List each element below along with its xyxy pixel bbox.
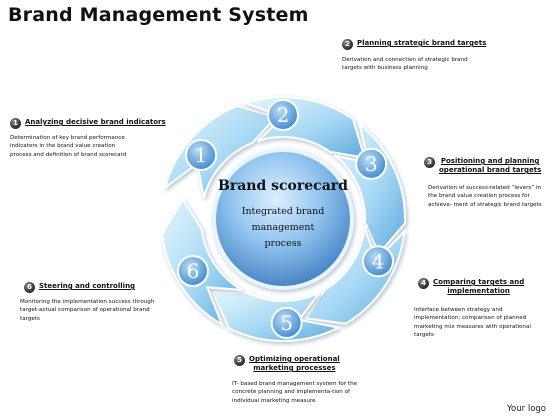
- cycle-number-badge-2: [267, 99, 299, 131]
- step-1-bullet: 1: [10, 118, 21, 129]
- cycle-number-6: 6: [187, 259, 200, 283]
- cycle-number-badge-6: [176, 255, 209, 287]
- step-4-title: Comparing targets and implementation: [433, 278, 525, 295]
- step-6-bullet: 6: [24, 282, 35, 293]
- center-circle: [212, 148, 354, 290]
- step-6-description: Monitoring the implementation success th…: [20, 299, 155, 322]
- cycle-number-3: 3: [365, 152, 378, 176]
- step-5-bullet: 5: [234, 355, 245, 366]
- step-1-title: Analyzing decisive brand indicators: [25, 118, 166, 126]
- page-title: Brand Management System: [8, 4, 309, 26]
- step-3-bullet: 3: [424, 157, 435, 168]
- step-1-heading: 1 Analyzing decisive brand indicators: [10, 118, 166, 129]
- step-2-title: Planning strategic brand targets: [357, 39, 487, 47]
- cycle-number-badge-4: [362, 245, 395, 278]
- cycle-number-badge-1: [185, 138, 218, 171]
- step-4-description: Interface between strategy and implement…: [414, 307, 531, 338]
- cycle-number-5: 5: [280, 311, 293, 335]
- step-3-title: Positioning and planning operational bra…: [439, 157, 542, 174]
- logo-text: Your logo: [506, 404, 546, 414]
- cycle-number-4: 4: [372, 249, 385, 273]
- cycle-step-numbers: 1 2 3 4 5 6: [176, 99, 395, 339]
- step-4-bullet: 4: [418, 278, 429, 289]
- center-heading: Brand scorecard: [218, 178, 348, 194]
- cycle-number-1: 1: [195, 143, 208, 167]
- cycle-arrow-4: [304, 227, 406, 325]
- center-line-3: process: [264, 238, 301, 249]
- step-5-title: Optimizing operational marketing process…: [249, 355, 340, 372]
- step-4-heading: 4 Comparing targets and implementation: [418, 278, 524, 296]
- step-6-title: Steering and controlling: [39, 282, 136, 290]
- step-3-heading: 3 Positioning and planning operational b…: [424, 157, 541, 175]
- step-1-description: Determination of key brand performance i…: [10, 135, 127, 158]
- cycle-number-badge-5: [270, 306, 303, 339]
- step-2-description: Derivation and connection of strategic b…: [342, 57, 468, 72]
- step-2-heading: 2 Planning strategic brand targets: [342, 39, 486, 50]
- step-2-bullet: 2: [342, 39, 353, 50]
- step-6-heading: 6 Steering and controlling: [24, 282, 135, 293]
- center-line-2: management: [252, 222, 315, 233]
- center-line-1: Integrated brand: [242, 206, 325, 217]
- step-5-description: IT- based brand management system for th…: [232, 381, 358, 404]
- step-5-heading: 5 Optimizing operational marketing proce…: [234, 355, 340, 373]
- cycle-number-badge-3: [355, 147, 388, 180]
- step-3-description: Derivation of success-related “levers” i…: [428, 185, 542, 208]
- center-hub: Brand scorecard Integrated brand managem…: [212, 148, 354, 290]
- cycle-number-2: 2: [277, 103, 290, 127]
